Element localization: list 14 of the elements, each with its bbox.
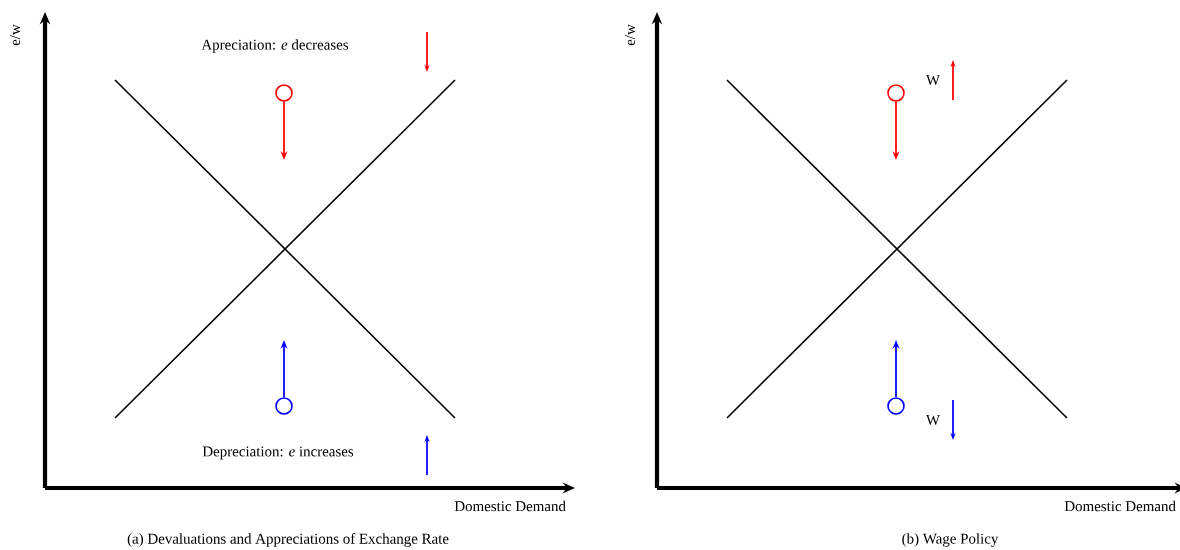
annotation-text: Apreciation: e decreases [201, 39, 349, 53]
circle-marker [275, 84, 293, 102]
caption: (a) Devaluations and Appreciations of Exchange Rate [127, 533, 449, 547]
caption: (b) Wage Policy [902, 533, 999, 547]
annotation-text: Depreciation: e increases [202, 446, 354, 460]
circle-marker [275, 397, 293, 415]
wage-label: W [926, 75, 941, 85]
axis-label: Domestic Demand [454, 500, 566, 512]
axis-label: e/w [625, 24, 635, 46]
wage-label: W [926, 415, 941, 425]
circle-marker [887, 397, 905, 415]
axis-label: e/w [10, 24, 20, 46]
circle-marker [887, 84, 905, 102]
axis-label: Domestic Demand [1064, 500, 1176, 512]
